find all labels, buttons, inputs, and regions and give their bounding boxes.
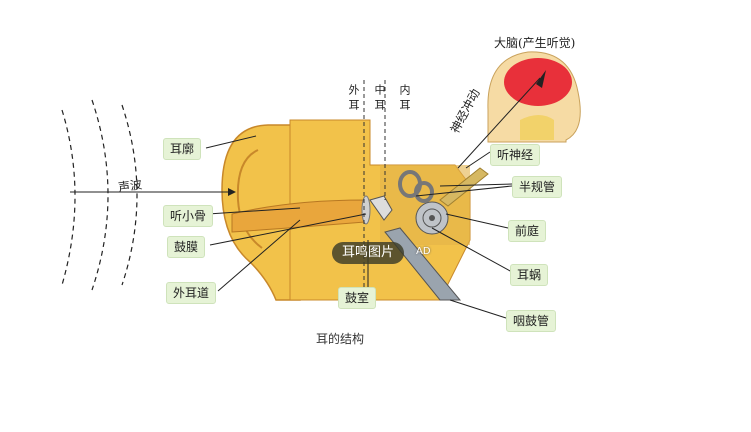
label-auditory-nerve: 听神经 (490, 144, 541, 166)
ossicles-shape (369, 195, 393, 221)
figure-caption: 耳的结构 (316, 332, 365, 346)
eardrum-shape (361, 195, 371, 225)
ad-pill-button[interactable]: 耳鸣图片 (332, 242, 405, 264)
label-vestibule: 前庭 (508, 220, 547, 242)
label-sound-wave: 声波 (117, 177, 143, 195)
leader-lines (205, 77, 541, 319)
label-tympanic-cavity: 鼓室 (338, 287, 377, 309)
sound-arrow (70, 188, 236, 196)
ad-tag[interactable]: AD (416, 246, 431, 257)
label-inner-ear: 内耳 (398, 84, 411, 114)
nerve-arrowhead (536, 70, 546, 88)
eustachian-tube-shape (384, 227, 462, 301)
label-middle-ear: 中耳 (373, 84, 386, 114)
auditory-nerve-shape (439, 167, 489, 207)
label-cochlea: 耳蜗 (510, 264, 549, 286)
label-brain: 大脑(产生听觉) (494, 36, 576, 50)
label-ear-canal: 外耳道 (166, 282, 217, 304)
sound-wave-arcs (61, 99, 138, 291)
label-ossicles: 听小骨 (163, 205, 214, 227)
label-auricle: 耳廓 (163, 138, 202, 160)
label-eardrum: 鼓膜 (167, 236, 206, 258)
label-outer-ear: 外耳 (347, 84, 360, 114)
label-eustachian-tube: 咽鼓管 (506, 310, 557, 332)
label-semicircular-canals: 半规管 (512, 176, 563, 198)
semicircular-canals-shape (398, 170, 434, 203)
head-illustration (487, 51, 581, 143)
